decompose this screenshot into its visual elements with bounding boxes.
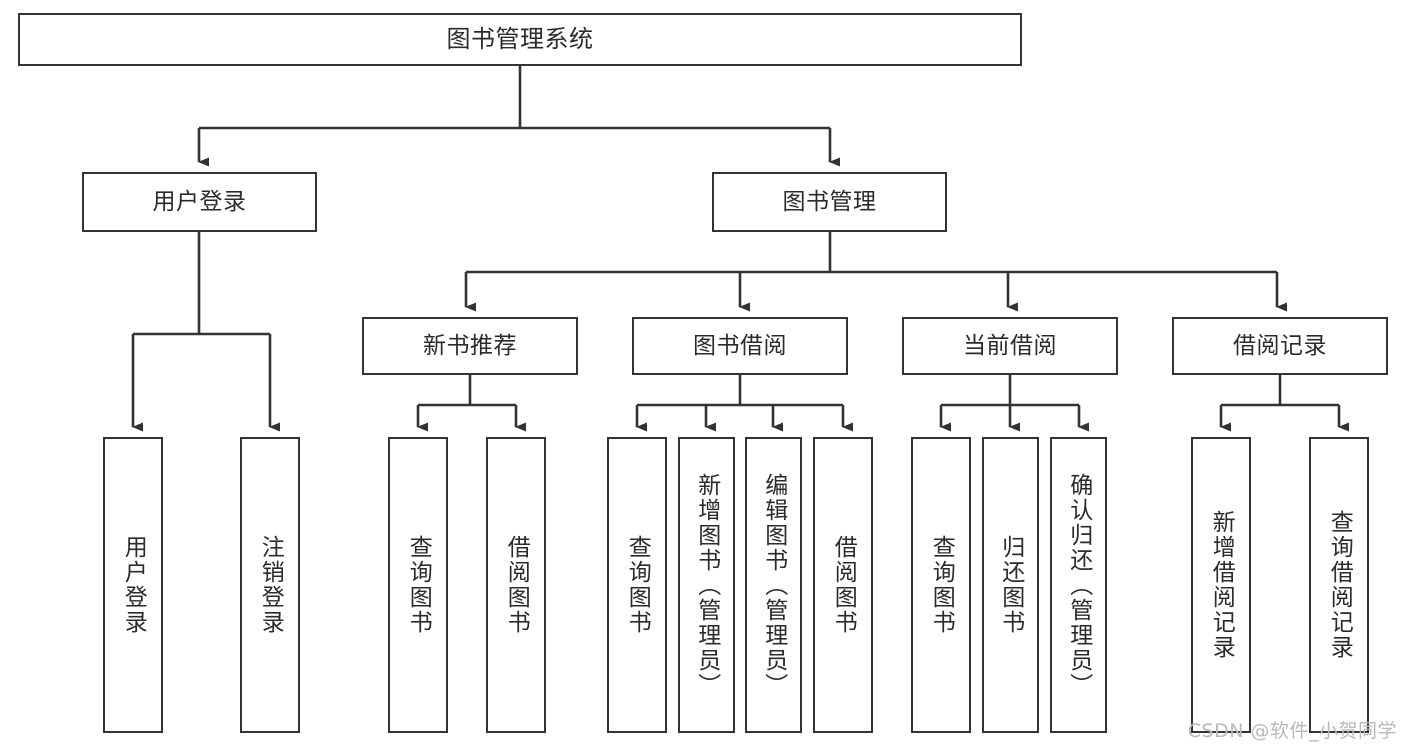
node-leaf-edit-book[interactable]: 编辑图书（管理员）	[745, 437, 802, 733]
node-leaf-user-login[interactable]: 用户登录	[103, 437, 163, 733]
node-leaf-return-book[interactable]: 归还图书	[982, 437, 1039, 733]
node-leaf-borrow-book-1[interactable]: 借阅图书	[486, 437, 546, 733]
node-leaf-add-record[interactable]: 新增借阅记录	[1191, 437, 1251, 733]
node-user-login[interactable]: 用户登录	[82, 172, 317, 232]
node-leaf-user-logout[interactable]: 注销登录	[240, 437, 300, 733]
node-book-management[interactable]: 图书管理	[712, 172, 947, 232]
node-leaf-query-book-2[interactable]: 查询图书	[607, 437, 667, 733]
node-leaf-query-book-3[interactable]: 查询图书	[911, 437, 971, 733]
node-leaf-query-book-1[interactable]: 查询图书	[388, 437, 448, 733]
node-root[interactable]: 图书管理系统	[18, 13, 1022, 66]
node-leaf-query-record[interactable]: 查询借阅记录	[1309, 437, 1369, 733]
watermark-text: CSDN @软件_小贺同学	[1187, 720, 1397, 742]
node-book-borrow[interactable]: 图书借阅	[632, 317, 848, 375]
node-borrow-record[interactable]: 借阅记录	[1172, 317, 1388, 375]
node-current-borrow[interactable]: 当前借阅	[902, 317, 1118, 375]
node-leaf-add-book[interactable]: 新增图书（管理员）	[678, 437, 735, 733]
node-leaf-borrow-book-2[interactable]: 借阅图书	[813, 437, 873, 733]
node-leaf-confirm-return[interactable]: 确认归还（管理员）	[1050, 437, 1107, 733]
node-new-book-recommend[interactable]: 新书推荐	[362, 317, 578, 375]
